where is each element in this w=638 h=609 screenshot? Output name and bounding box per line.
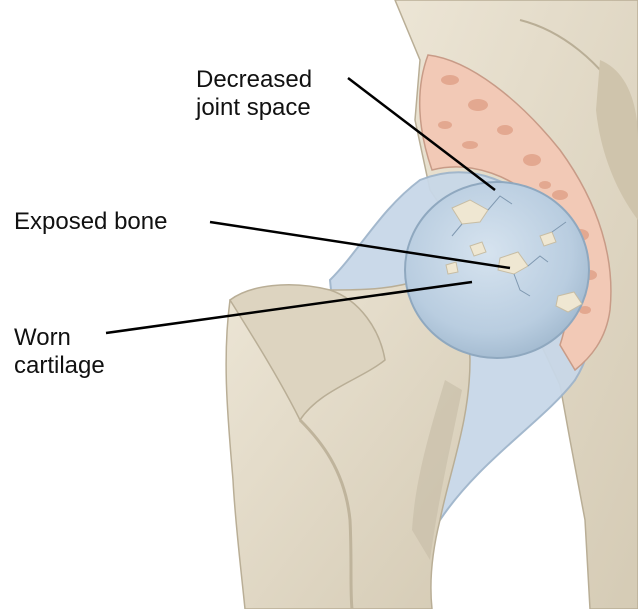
label-worn-line1: Worn xyxy=(14,324,105,352)
label-exposed-bone: Exposed bone xyxy=(14,208,167,236)
label-decreased-line2: joint space xyxy=(196,94,312,122)
label-decreased-line1: Decreased xyxy=(196,66,312,94)
label-decreased-joint-space: Decreased joint space xyxy=(196,66,312,122)
femoral-head xyxy=(405,182,589,358)
label-worn-line2: cartilage xyxy=(14,352,105,380)
label-worn-cartilage: Worn cartilage xyxy=(14,324,105,380)
